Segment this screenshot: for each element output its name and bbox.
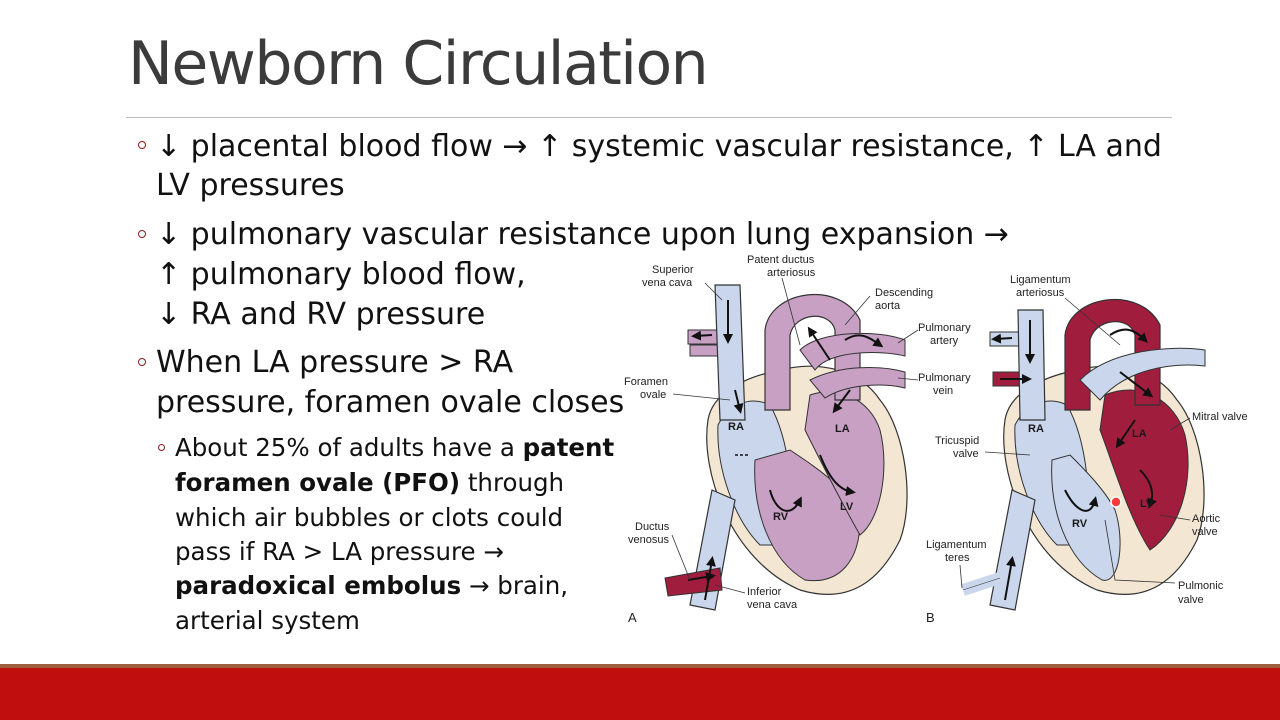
sub-bullet-line-3: which air bubbles or clots could (175, 503, 564, 532)
bullet-marker (138, 230, 146, 238)
panel-a-lv-label: LV (840, 501, 854, 513)
pulmonic-valve-label-2: valve (1178, 594, 1204, 606)
aortic-valve-label-1: Aortic (1192, 513, 1221, 525)
ligamentum-teres-label-2: teres (945, 552, 970, 564)
newborn-heart-diagram: RA LA RV LV Ligamentum arteriosus Tricus… (926, 274, 1248, 625)
ductus-venosus-label-1: Ductus (635, 521, 670, 533)
fetal-heart-diagram: RA LA RV LV Superior vena cava Patent du… (624, 254, 971, 625)
ligamentum-arteriosus-label-2: arteriosus (1016, 287, 1065, 299)
superior-vena-cava-label-1: Superior (652, 264, 694, 276)
tricuspid-valve-label-1: Tricuspid (935, 435, 979, 447)
ductus-venosus-label-2: venosus (628, 534, 669, 546)
bullet-2-line-2: ↑ pulmonary blood flow, (156, 257, 526, 292)
pulmonary-artery-label-1: Pulmonary (918, 322, 971, 334)
descending-aorta-label-2: aorta (875, 300, 901, 312)
bullet-3-line-2: pressure, foramen ovale closes (156, 385, 625, 420)
panel-b-lv-label: LV (1140, 498, 1154, 510)
sub-bullet-line-5: paradoxical embolus → brain, (175, 571, 569, 600)
panel-a-ra-label: RA (728, 421, 744, 433)
bullet-2-line-1: ↓ pulmonary vascular resistance upon lun… (156, 217, 1009, 252)
superior-vena-cava-label-2: vena cava (642, 277, 693, 289)
bullet-3-line-1: When LA pressure > RA (156, 345, 514, 380)
tricuspid-valve-label-2: valve (953, 448, 979, 460)
sub-bullet-line-4: pass if RA > LA pressure → (175, 537, 504, 566)
descending-aorta-label-1: Descending (875, 287, 933, 299)
panel-a-rv-label: RV (773, 511, 789, 523)
sub-bullet-line-6: arterial system (175, 606, 360, 635)
pulmonary-vein-label-2: vein (933, 385, 953, 397)
patent-ductus-label-1: Patent ductus (747, 254, 815, 266)
panel-a-letter: A (628, 610, 637, 625)
panel-b-ra-label: RA (1028, 423, 1044, 435)
bullet-2-line-3: ↓ RA and RV pressure (156, 297, 486, 332)
bullet-1-line-2: LV pressures (156, 168, 345, 203)
footer-bar (0, 668, 1280, 720)
sub-bullet-line-1: About 25% of adults have a patent (175, 433, 615, 462)
bullet-1-line-1: ↓ placental blood flow → ↑ systemic vasc… (156, 129, 1162, 164)
panel-a-la-label: LA (835, 423, 850, 435)
aortic-valve-label-2: valve (1192, 526, 1218, 538)
inferior-vena-cava-label-1: Inferior (747, 586, 782, 598)
panel-b-rv-label: RV (1072, 518, 1088, 530)
pulmonary-vein-label-1: Pulmonary (918, 372, 971, 384)
panel-b-la-label: LA (1132, 428, 1147, 440)
title-divider (126, 117, 1172, 118)
foramen-ovale-label-2: ovale (640, 389, 666, 401)
slide-title: Newborn Circulation (128, 29, 709, 99)
bullet-marker (138, 141, 146, 149)
patent-ductus-label-2: arteriosus (767, 267, 816, 279)
ligamentum-arteriosus-label-1: Ligamentum (1010, 274, 1071, 286)
sub-bullet-line-2: foramen ovale (PFO) through (175, 468, 565, 497)
mitral-valve-label: Mitral valve (1192, 411, 1248, 423)
footer-accent-line (0, 664, 1280, 668)
pulmonic-valve-label-1: Pulmonic (1178, 580, 1224, 592)
pulmonary-artery-label-2: artery (930, 335, 959, 347)
panel-b-letter: B (926, 610, 935, 625)
foramen-ovale-label-1: Foramen (624, 376, 668, 388)
sub-bullet-marker (158, 444, 165, 451)
heart-circulation-figure: RA LA RV LV Superior vena cava Patent du… (624, 254, 1248, 625)
ligamentum-teres-label-1: Ligamentum (926, 539, 987, 551)
inferior-vena-cava-label-2: vena cava (747, 599, 798, 611)
bullet-marker (138, 358, 146, 366)
